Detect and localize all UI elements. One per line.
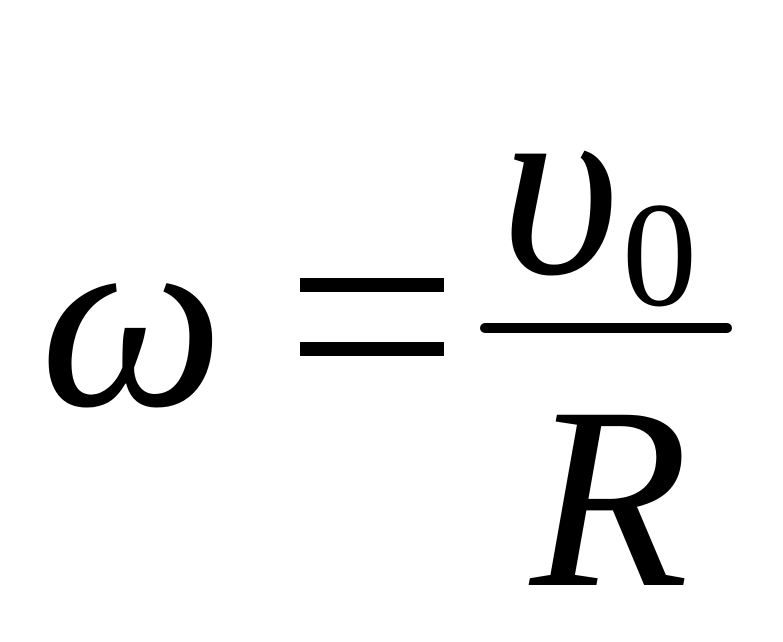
velocity-subscript: 0 <box>622 172 697 338</box>
equals-sign <box>300 278 444 356</box>
omega-symbol: ω <box>40 174 224 462</box>
equals-bar-top <box>300 278 444 292</box>
radius-symbol: R <box>530 354 689 642</box>
equals-bar-bottom <box>300 342 444 356</box>
velocity-symbol: υ <box>500 42 620 330</box>
fraction-numerator: υ 0 <box>500 40 740 330</box>
fraction-bar <box>480 323 732 333</box>
